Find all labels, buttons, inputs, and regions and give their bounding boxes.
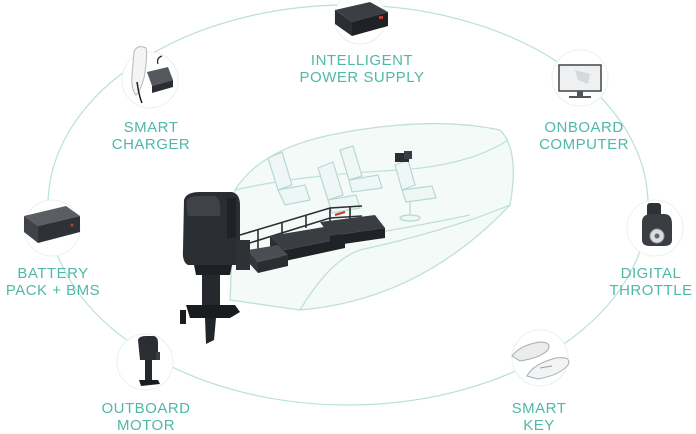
battery-pack-icon xyxy=(24,206,80,243)
label-line-1: ONBOARD xyxy=(544,119,624,136)
label-line-2: COMPUTER xyxy=(539,136,629,153)
label-digital-throttle: DIGITAL THROTTLE xyxy=(606,265,696,299)
label-line-2: KEY xyxy=(523,417,555,434)
label-line-1: SMART xyxy=(123,119,179,136)
label-outboard-motor: OUTBOARD MOTOR xyxy=(86,400,206,434)
charger-plug-icon xyxy=(131,46,173,104)
outboard-motor-icon xyxy=(138,336,160,386)
power-supply-icon xyxy=(335,2,388,36)
label-line-1: BATTERY xyxy=(17,265,89,282)
smart-key-icon xyxy=(511,341,570,380)
label-smart-charger: SMART CHARGER xyxy=(96,119,206,153)
label-onboard-computer: ONBOARD COMPUTER xyxy=(524,119,644,153)
boat-seats xyxy=(267,145,437,222)
label-intelligent-power-supply: INTELLIGENT POWER SUPPLY xyxy=(282,52,442,86)
label-line-1: SMART xyxy=(511,400,567,417)
label-line-2: THROTTLE xyxy=(609,282,693,299)
label-line-2: POWER SUPPLY xyxy=(299,69,425,86)
monitor-icon xyxy=(558,64,602,98)
label-line-1: OUTBOARD xyxy=(101,400,191,417)
battery-modules xyxy=(242,215,385,273)
label-smart-key: SMART KEY xyxy=(494,400,584,434)
label-line-2: PACK + BMS xyxy=(5,282,101,299)
label-battery-pack-bms: BATTERY PACK + BMS xyxy=(0,265,106,299)
steering-console xyxy=(395,151,412,162)
outboard-motor xyxy=(180,192,250,344)
label-line-2: MOTOR xyxy=(116,417,176,434)
throttle-lever-icon xyxy=(642,203,672,246)
label-line-1: DIGITAL xyxy=(620,265,682,282)
label-line-2: CHARGER xyxy=(111,136,191,153)
label-line-1: INTELLIGENT xyxy=(310,52,414,69)
